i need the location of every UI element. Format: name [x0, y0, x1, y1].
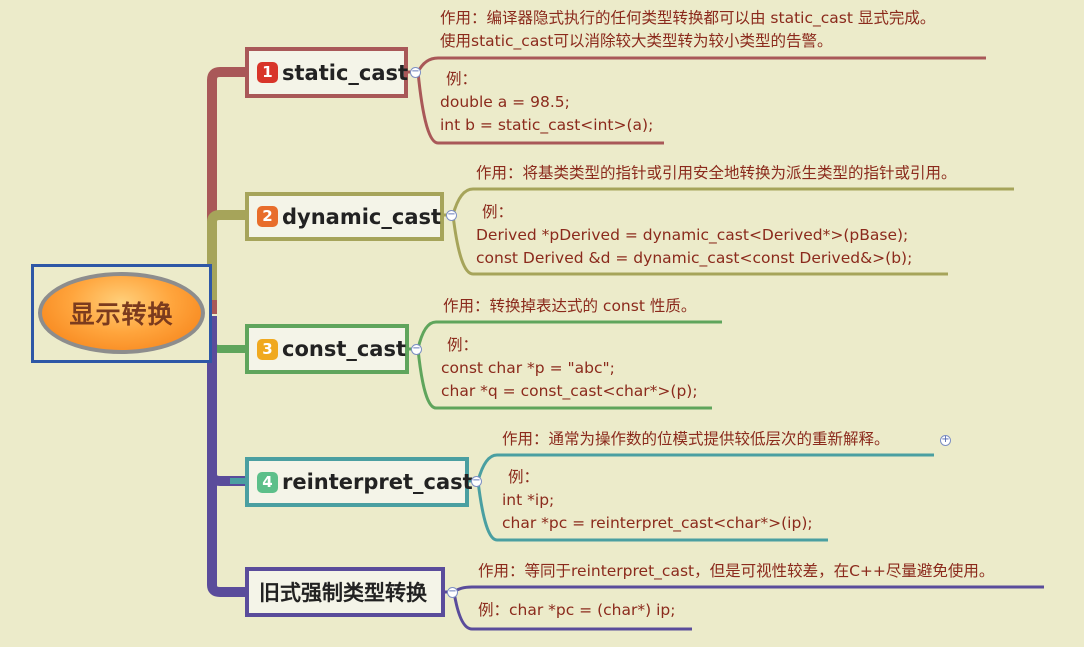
note-dynamic-cast[interactable]: 作用：将基类类型的指针或引用安全地转换为派生类型的指针或引用。	[476, 162, 957, 185]
example-title: 例：	[508, 468, 540, 486]
priority-1-icon: 1	[257, 62, 278, 83]
example-line: const Derived &d = dynamic_cast<const De…	[476, 249, 913, 267]
example-line: Derived *pDerived = dynamic_cast<Derived…	[476, 226, 909, 244]
priority-4-icon: 4	[257, 471, 278, 493]
note-line: 作用：将基类类型的指针或引用安全地转换为派生类型的指针或引用。	[476, 164, 957, 182]
topic-old-style-cast[interactable]: 旧式强制类型转换	[245, 567, 445, 617]
topic-label: reinterpret_cast	[282, 470, 473, 494]
collapse-icon[interactable]: −	[411, 343, 422, 355]
example-title: 例：	[482, 203, 514, 221]
collapse-icon[interactable]: −	[471, 475, 482, 487]
priority-2-icon: 2	[257, 206, 278, 227]
example-line: double a = 98.5;	[440, 93, 570, 111]
example-dynamic-cast[interactable]: 例： Derived *pDerived = dynamic_cast<Deri…	[476, 201, 912, 270]
example-line: 例：char *pc = (char*) ip;	[478, 601, 676, 619]
note-line: 作用：等同于reinterpret_cast，但是可视性较差，在C++尽量避免使…	[478, 562, 995, 580]
note-static-cast[interactable]: 作用：编译器隐式执行的任何类型转换都可以由 static_cast 显式完成。 …	[440, 7, 935, 53]
connector-branch-1	[207, 67, 246, 314]
topic-label: dynamic_cast	[282, 204, 442, 229]
priority-3-icon: 3	[257, 338, 278, 360]
note-old-style-cast[interactable]: 作用：等同于reinterpret_cast，但是可视性较差，在C++尽量避免使…	[478, 560, 994, 583]
example-static-cast[interactable]: 例： double a = 98.5; int b = static_cast<…	[440, 68, 653, 137]
example-title: 例：	[446, 70, 478, 88]
topic-reinterpret-cast[interactable]: 4 reinterpret_cast	[245, 457, 473, 507]
example-const-cast[interactable]: 例： const char *p = "abc"; char *q = cons…	[441, 334, 698, 403]
note-line: 作用：转换掉表达式的 const 性质。	[443, 297, 697, 315]
connector-branch-4	[207, 316, 246, 486]
example-line: char *pc = reinterpret_cast<char*>(ip);	[502, 514, 813, 532]
collapse-icon[interactable]: −	[447, 586, 458, 598]
topic-label: static_cast	[282, 60, 409, 85]
topic-dynamic-cast[interactable]: 2 dynamic_cast	[245, 192, 444, 241]
example-line: char *q = const_cast<char*>(p);	[441, 382, 698, 400]
collapse-icon[interactable]: −	[410, 66, 421, 78]
example-line: const char *p = "abc";	[441, 359, 615, 377]
root-topic[interactable]: 显示转换	[38, 272, 205, 354]
example-title: 例：	[447, 336, 479, 354]
topic-label: const_cast	[282, 337, 407, 361]
collapse-icon[interactable]: −	[446, 209, 457, 221]
example-reinterpret-cast[interactable]: 例： int *ip; char *pc = reinterpret_cast<…	[502, 466, 813, 535]
topic-const-cast[interactable]: 3 const_cast	[245, 324, 409, 374]
note-line: 使用static_cast可以消除较大类型转为较小类型的告警。	[440, 32, 833, 50]
topic-label: 旧式强制类型转换	[259, 581, 427, 605]
topic-static-cast[interactable]: 1 static_cast	[245, 47, 408, 98]
note-line: 作用：编译器隐式执行的任何类型转换都可以由 static_cast 显式完成。	[440, 9, 936, 27]
note-reinterpret-cast[interactable]: 作用：通常为操作数的位模式提供较低层次的重新解释。	[502, 428, 890, 451]
example-old-style-cast[interactable]: 例：char *pc = (char*) ip;	[478, 599, 675, 622]
expand-icon[interactable]: +	[940, 434, 951, 446]
note-const-cast[interactable]: 作用：转换掉表达式的 const 性质。	[443, 295, 696, 318]
note-line: 作用：通常为操作数的位模式提供较低层次的重新解释。	[502, 430, 890, 448]
example-line: int b = static_cast<int>(a);	[440, 116, 654, 134]
connector-branch-2	[207, 210, 246, 300]
root-topic-frame[interactable]: 显示转换	[31, 264, 212, 363]
example-line: int *ip;	[502, 491, 555, 509]
connector-branch-3	[208, 330, 246, 353]
connector-branch-5	[207, 316, 246, 597]
